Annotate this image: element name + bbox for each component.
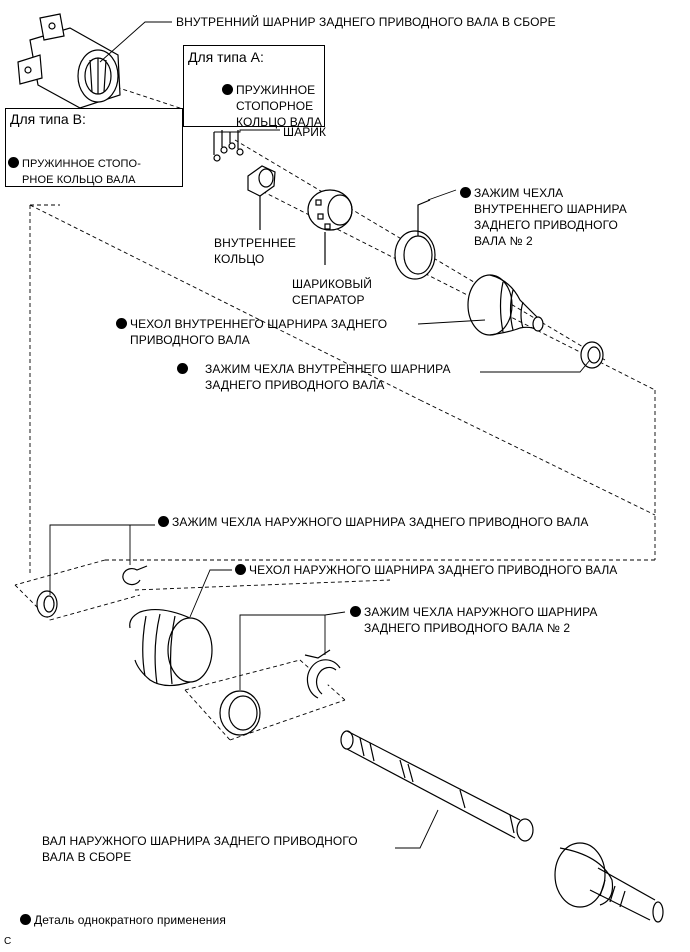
single-use-marker-icon bbox=[8, 157, 19, 168]
legend-text: Деталь однократного применения bbox=[34, 913, 226, 927]
inner-boot-clamp-no2 bbox=[394, 199, 436, 280]
outer-boot-clamp-no2 bbox=[219, 649, 341, 736]
single-use-marker-icon bbox=[158, 516, 169, 527]
single-use-marker-icon bbox=[116, 318, 127, 329]
single-use-marker-icon bbox=[222, 84, 233, 95]
figure-code: C bbox=[4, 936, 12, 947]
label-inner-boot-clamp-no2: ЗАЖИМ ЧЕХЛА ВНУТРЕННЕГО ШАРНИРА ЗАДНЕГО … bbox=[460, 185, 627, 249]
label-inner-boot-clamp: ЗАЖИМ ЧЕХЛА ВНУТРЕННЕГО ШАРНИРА ЗАДНЕГО … bbox=[177, 361, 451, 393]
ball-cage bbox=[307, 189, 353, 265]
label-type-a-snap-ring: ПРУЖИННОЕ СТОПОРНОЕ КОЛЬЦО ВАЛА bbox=[222, 82, 322, 130]
label-outer-shaft-assy: ВАЛ НАРУЖНОГО ШАРНИРА ЗАДНЕГО ПРИВОДНОГО… bbox=[42, 834, 358, 864]
single-use-marker-icon bbox=[20, 914, 31, 925]
single-use-marker-icon bbox=[177, 363, 188, 374]
inner-race bbox=[247, 165, 276, 230]
legend: Деталь однократного применения bbox=[20, 912, 226, 928]
type-b-box: Для типа В: bbox=[5, 108, 183, 187]
label-outer-boot: ЧЕХОЛ НАРУЖНОГО ШАРНИРА ЗАДНЕГО ПРИВОДНО… bbox=[235, 562, 617, 578]
type-a-title: Для типа А: bbox=[188, 49, 264, 65]
label-outer-boot-clamp: ЗАЖИМ ЧЕХЛА НАРУЖНОГО ШАРНИРА ЗАДНЕГО ПР… bbox=[158, 514, 589, 530]
inner-boot bbox=[467, 274, 544, 336]
outer-boot-clamp-open bbox=[122, 565, 148, 586]
label-inner-boot: ЧЕХОЛ ВНУТРЕННЕГО ШАРНИРА ЗАДНЕГО ПРИВОД… bbox=[116, 316, 387, 348]
label-inner-joint-assy: ВНУТРЕННИЙ ШАРНИР ЗАДНЕГО ПРИВОДНОГО ВАЛ… bbox=[176, 15, 556, 29]
label-ball: ШАРИК bbox=[283, 125, 327, 139]
inner-joint-housing bbox=[17, 13, 121, 109]
balls bbox=[213, 130, 244, 162]
inner-boot-clamp-small bbox=[580, 341, 604, 369]
outer-boot bbox=[129, 608, 213, 687]
assembly-axis-lines bbox=[14, 84, 656, 741]
single-use-marker-icon bbox=[350, 606, 361, 617]
outer-shaft-assembly bbox=[340, 730, 664, 923]
type-b-title: Для типа В: bbox=[10, 111, 86, 127]
single-use-marker-icon bbox=[460, 187, 471, 198]
label-outer-boot-clamp-no2: ЗАЖИМ ЧЕХЛА НАРУЖНОГО ШАРНИРА ЗАДНЕГО ПР… bbox=[350, 604, 598, 636]
type-a-box: Для типа А: bbox=[183, 45, 325, 127]
outer-boot-clamp-ring bbox=[36, 590, 58, 618]
label-type-b-snap-ring: ПРУЖИННОЕ СТОПО- РНОЕ КОЛЬЦО ВАЛА bbox=[8, 156, 141, 188]
single-use-marker-icon bbox=[235, 564, 246, 575]
